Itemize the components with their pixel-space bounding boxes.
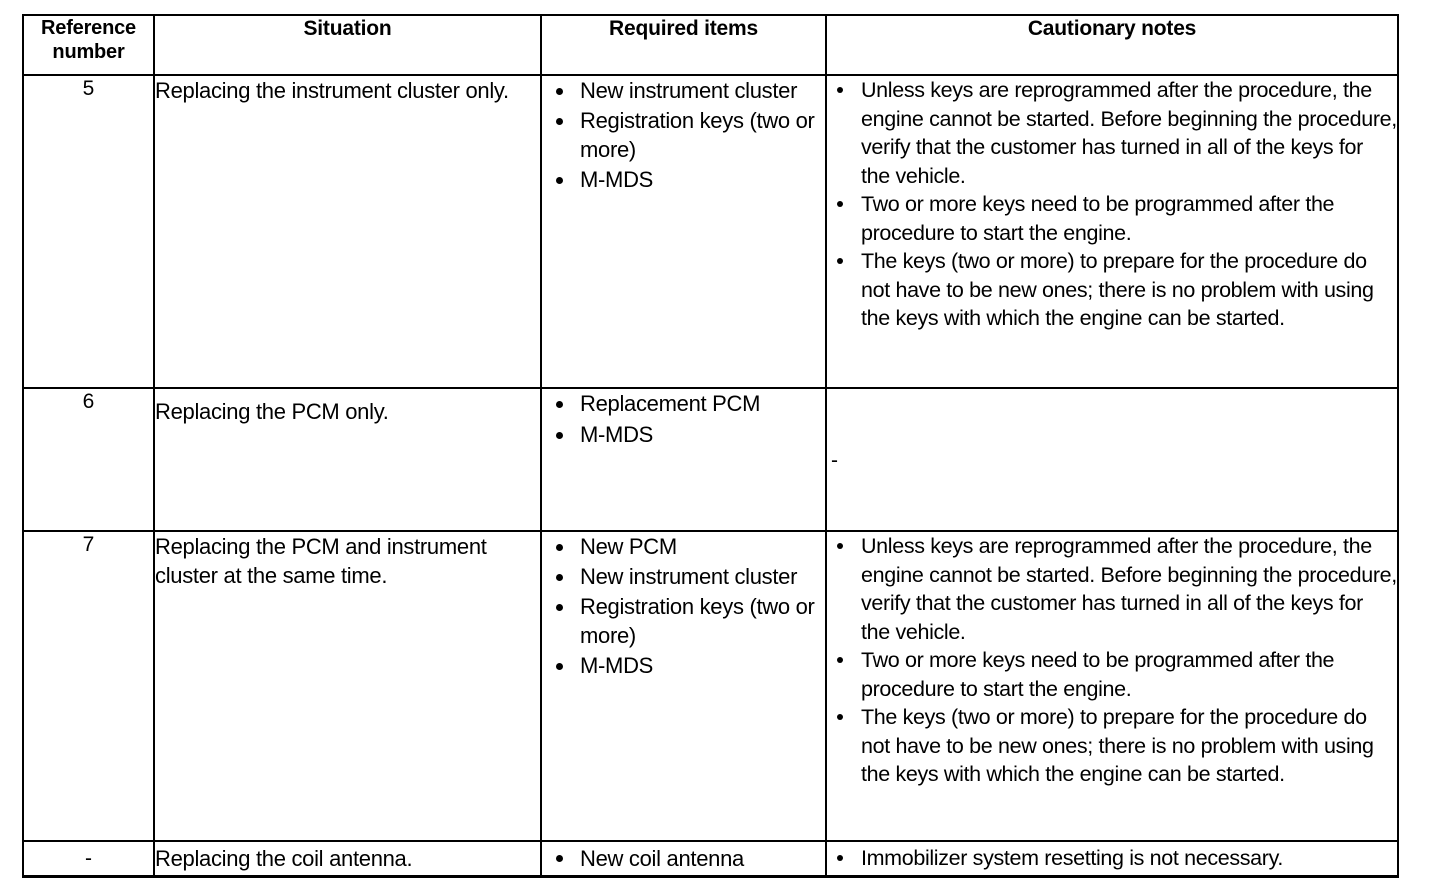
list-item: New instrument cluster xyxy=(542,562,825,591)
cell-required-items: Replacement PCM M-MDS xyxy=(540,387,827,532)
cell-cautionary-notes: Unless keys are reprogrammed after the p… xyxy=(825,74,1399,389)
list-item: M-MDS xyxy=(542,651,825,680)
table-row: 7 Replacing the PCM and instrument clust… xyxy=(22,530,1399,842)
cautionary-notes-empty-dash: - xyxy=(831,448,838,472)
required-items-list: New coil antenna xyxy=(542,844,825,873)
cell-situation: Replacing the PCM and instrument cluster… xyxy=(153,530,542,842)
cell-required-items: New PCM New instrument cluster Registrat… xyxy=(540,530,827,842)
list-item: Replacement PCM xyxy=(542,389,825,419)
list-item: New PCM xyxy=(542,532,825,561)
list-item: M-MDS xyxy=(542,420,825,450)
table-row: 6 Replacing the PCM only. Replacement PC… xyxy=(22,387,1399,532)
list-item: New instrument cluster xyxy=(542,76,825,105)
cell-required-items: New instrument cluster Registration keys… xyxy=(540,74,827,389)
immobilizer-reference-table: Reference number Situation Required item… xyxy=(22,14,1399,878)
cautionary-notes-list: Unless keys are reprogrammed after the p… xyxy=(827,532,1397,789)
cell-reference-number: 5 xyxy=(22,74,155,389)
table-body: 5 Replacing the instrument cluster only.… xyxy=(22,74,1399,878)
situation-text: Replacing the PCM only. xyxy=(155,399,389,424)
table-row: 5 Replacing the instrument cluster only.… xyxy=(22,74,1399,389)
header-row: Reference number Situation Required item… xyxy=(22,14,1399,76)
cell-cautionary-notes: Unless keys are reprogrammed after the p… xyxy=(825,530,1399,842)
list-item: Two or more keys need to be programmed a… xyxy=(827,646,1397,703)
cell-situation: Replacing the coil antenna. xyxy=(153,840,542,878)
list-item: The keys (two or more) to prepare for th… xyxy=(827,703,1397,789)
cell-situation: Replacing the PCM only. xyxy=(153,387,542,532)
list-item: Registration keys (two or more) xyxy=(542,106,825,164)
table-row: - Replacing the coil antenna. New coil a… xyxy=(22,840,1399,878)
column-header-required-items: Required items xyxy=(540,14,827,76)
required-items-list: New instrument cluster Registration keys… xyxy=(542,76,825,194)
required-items-list: New PCM New instrument cluster Registrat… xyxy=(542,532,825,680)
cautionary-notes-list: Unless keys are reprogrammed after the p… xyxy=(827,76,1397,333)
list-item: Two or more keys need to be programmed a… xyxy=(827,190,1397,247)
column-header-reference-number-line2: number xyxy=(52,41,125,63)
list-item: Immobilizer system resetting is not nece… xyxy=(827,844,1397,873)
cautionary-notes-list: Immobilizer system resetting is not nece… xyxy=(827,844,1397,873)
cell-reference-number: 7 xyxy=(22,530,155,842)
cell-reference-number: - xyxy=(22,840,155,878)
list-item: Registration keys (two or more) xyxy=(542,592,825,650)
cell-required-items: New coil antenna xyxy=(540,840,827,878)
column-header-situation: Situation xyxy=(153,14,542,76)
list-item: New coil antenna xyxy=(542,844,825,873)
cell-cautionary-notes: Immobilizer system resetting is not nece… xyxy=(825,840,1399,878)
column-header-reference-number-line1: Reference xyxy=(41,17,136,39)
cell-cautionary-notes: - xyxy=(825,387,1399,532)
list-item: The keys (two or more) to prepare for th… xyxy=(827,247,1397,333)
column-header-cautionary-notes: Cautionary notes xyxy=(825,14,1399,76)
list-item: Unless keys are reprogrammed after the p… xyxy=(827,76,1397,190)
list-item: Unless keys are reprogrammed after the p… xyxy=(827,532,1397,646)
column-header-reference-number: Reference number xyxy=(22,14,155,76)
list-item: M-MDS xyxy=(542,165,825,194)
cell-reference-number: 6 xyxy=(22,387,155,532)
cell-situation: Replacing the instrument cluster only. xyxy=(153,74,542,389)
required-items-list: Replacement PCM M-MDS xyxy=(542,389,825,450)
table-header: Reference number Situation Required item… xyxy=(22,14,1399,76)
